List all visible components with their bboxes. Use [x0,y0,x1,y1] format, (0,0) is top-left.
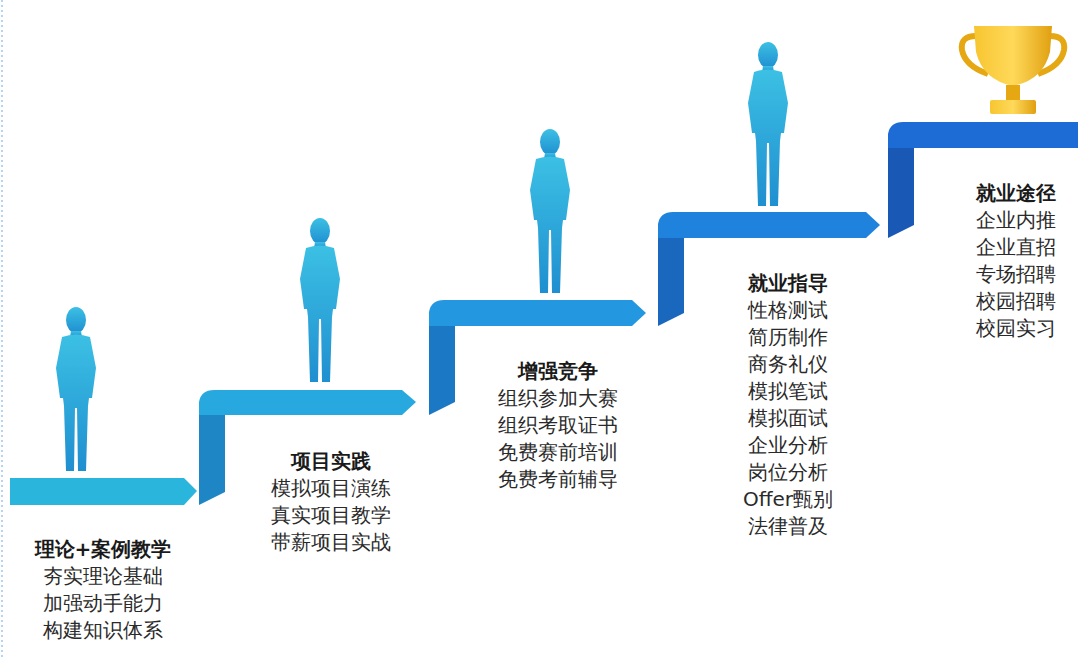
step-text-group: 就业指导性格测试 简历制作 商务礼仪 模拟笔试 模拟面试 企业分析 岗位分析 O… [743,270,833,540]
step-heading: 项目实践 [271,448,391,475]
trophy [962,26,1064,114]
step-items: 模拟项目演练 真实项目教学 带薪项目实战 [271,475,391,556]
trophy-cup [974,26,1052,86]
step-text-group: 就业途径企业内推 企业直招 专场招聘 校园招聘 校园实习 [976,180,1056,342]
step-heading: 就业途径 [976,180,1056,207]
step-items: 夯实理论基础 加强动手能力 构建知识体系 [43,563,163,644]
man-silhouette [748,42,788,206]
trophy-stem [1006,85,1020,101]
man-silhouette [300,218,340,382]
step-heading: 增强竞争 [498,358,618,385]
step-text-group: 项目实践模拟项目演练 真实项目教学 带薪项目实战 [271,448,391,556]
man-silhouette [56,307,96,471]
step-text-group: 增强竞争组织参加大赛 组织考取证书 免费赛前培训 免费考前辅导 [498,358,618,493]
step-items: 性格测试 简历制作 商务礼仪 模拟笔试 模拟面试 企业分析 岗位分析 Offer… [743,297,833,540]
step-heading: 理论+案例教学 [35,536,172,563]
step-heading: 就业指导 [743,270,833,297]
edge-guide [2,0,3,658]
step-band [429,300,646,326]
step-items: 组织参加大赛 组织考取证书 免费赛前培训 免费考前辅导 [498,385,618,493]
step-band [10,478,197,505]
step-text-group: 理论+案例教学夯实理论基础 加强动手能力 构建知识体系 [35,536,172,644]
step-items: 企业内推 企业直招 专场招聘 校园招聘 校园实习 [976,207,1056,342]
step-band [888,122,1078,148]
trophy-base [990,100,1036,114]
man-silhouette [530,129,570,293]
step-band [199,390,416,415]
step-band [658,212,880,238]
